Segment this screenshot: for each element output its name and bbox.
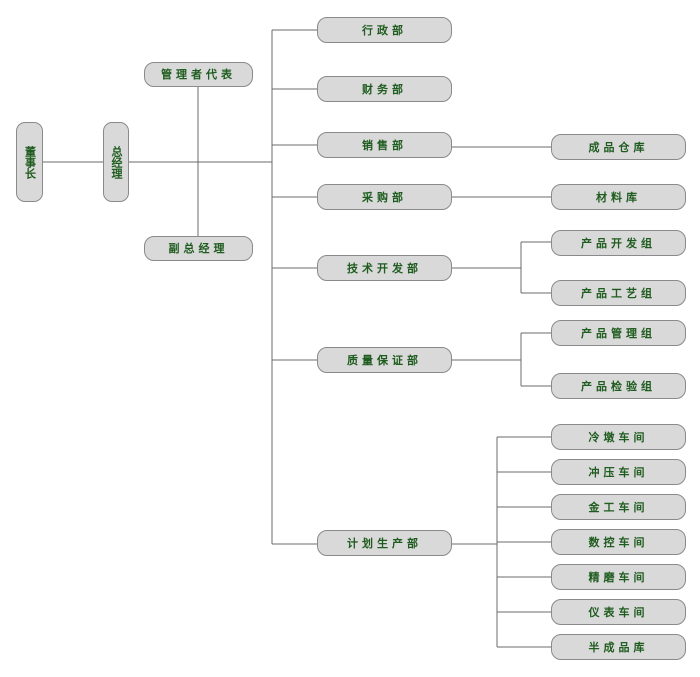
- node-dept-production-label: 计划生产部: [347, 536, 422, 550]
- node-material-store-label: 材料库: [596, 190, 641, 204]
- node-dept-admin-label: 行政部: [362, 23, 407, 37]
- node-product-process-group: 产品工艺组: [551, 280, 686, 306]
- node-instrument-workshop-label: 仪表车间: [588, 605, 649, 619]
- node-dept-sales-label: 销售部: [362, 138, 407, 152]
- node-product-inspection-group: 产品检验组: [551, 373, 686, 399]
- node-product-dev-group: 产品开发组: [551, 230, 686, 256]
- node-general-manager: 总经理: [103, 122, 129, 202]
- node-dept-finance-label: 财务部: [362, 82, 407, 96]
- node-finished-goods-store-label: 成品仓库: [588, 140, 649, 154]
- node-deputy-general-manager-label: 副总经理: [168, 242, 229, 255]
- node-chairman: 董事长: [16, 122, 43, 202]
- node-management-representative-label: 管理者代表: [161, 68, 236, 81]
- node-dept-tech-dev-label: 技术开发部: [347, 261, 422, 275]
- node-product-process-group-label: 产品工艺组: [581, 286, 656, 300]
- node-management-representative: 管理者代表: [144, 62, 253, 87]
- node-instrument-workshop: 仪表车间: [551, 599, 686, 625]
- node-metalwork-workshop: 金工车间: [551, 494, 686, 520]
- node-dept-quality: 质量保证部: [317, 347, 452, 373]
- node-finished-goods-store: 成品仓库: [551, 134, 686, 160]
- node-deputy-general-manager: 副总经理: [144, 236, 253, 261]
- node-cold-heading-workshop: 冷墩车间: [551, 424, 686, 450]
- node-metalwork-workshop-label: 金工车间: [588, 500, 649, 514]
- node-product-dev-group-label: 产品开发组: [581, 236, 656, 250]
- node-cold-heading-workshop-label: 冷墩车间: [588, 430, 649, 444]
- node-chairman-label: 董事长: [23, 145, 37, 179]
- node-grinding-workshop: 精磨车间: [551, 564, 686, 590]
- node-grinding-workshop-label: 精磨车间: [588, 570, 649, 584]
- node-general-manager-label: 总经理: [110, 145, 123, 179]
- node-cnc-workshop: 数控车间: [551, 529, 686, 555]
- node-stamping-workshop-label: 冲压车间: [588, 465, 649, 479]
- node-dept-purchasing-label: 采购部: [362, 190, 407, 204]
- node-product-management-group: 产品管理组: [551, 320, 686, 346]
- node-semi-finished-store-label: 半成品库: [588, 640, 649, 654]
- node-stamping-workshop: 冲压车间: [551, 459, 686, 485]
- node-semi-finished-store: 半成品库: [551, 634, 686, 660]
- node-product-inspection-group-label: 产品检验组: [581, 379, 656, 393]
- node-dept-production: 计划生产部: [317, 530, 452, 556]
- node-dept-quality-label: 质量保证部: [347, 353, 422, 367]
- node-dept-sales: 销售部: [317, 132, 452, 158]
- node-product-management-group-label: 产品管理组: [581, 326, 656, 340]
- node-dept-admin: 行政部: [317, 17, 452, 43]
- node-dept-finance: 财务部: [317, 76, 452, 102]
- node-dept-tech-dev: 技术开发部: [317, 255, 452, 281]
- node-cnc-workshop-label: 数控车间: [588, 535, 649, 549]
- node-material-store: 材料库: [551, 184, 686, 210]
- node-dept-purchasing: 采购部: [317, 184, 452, 210]
